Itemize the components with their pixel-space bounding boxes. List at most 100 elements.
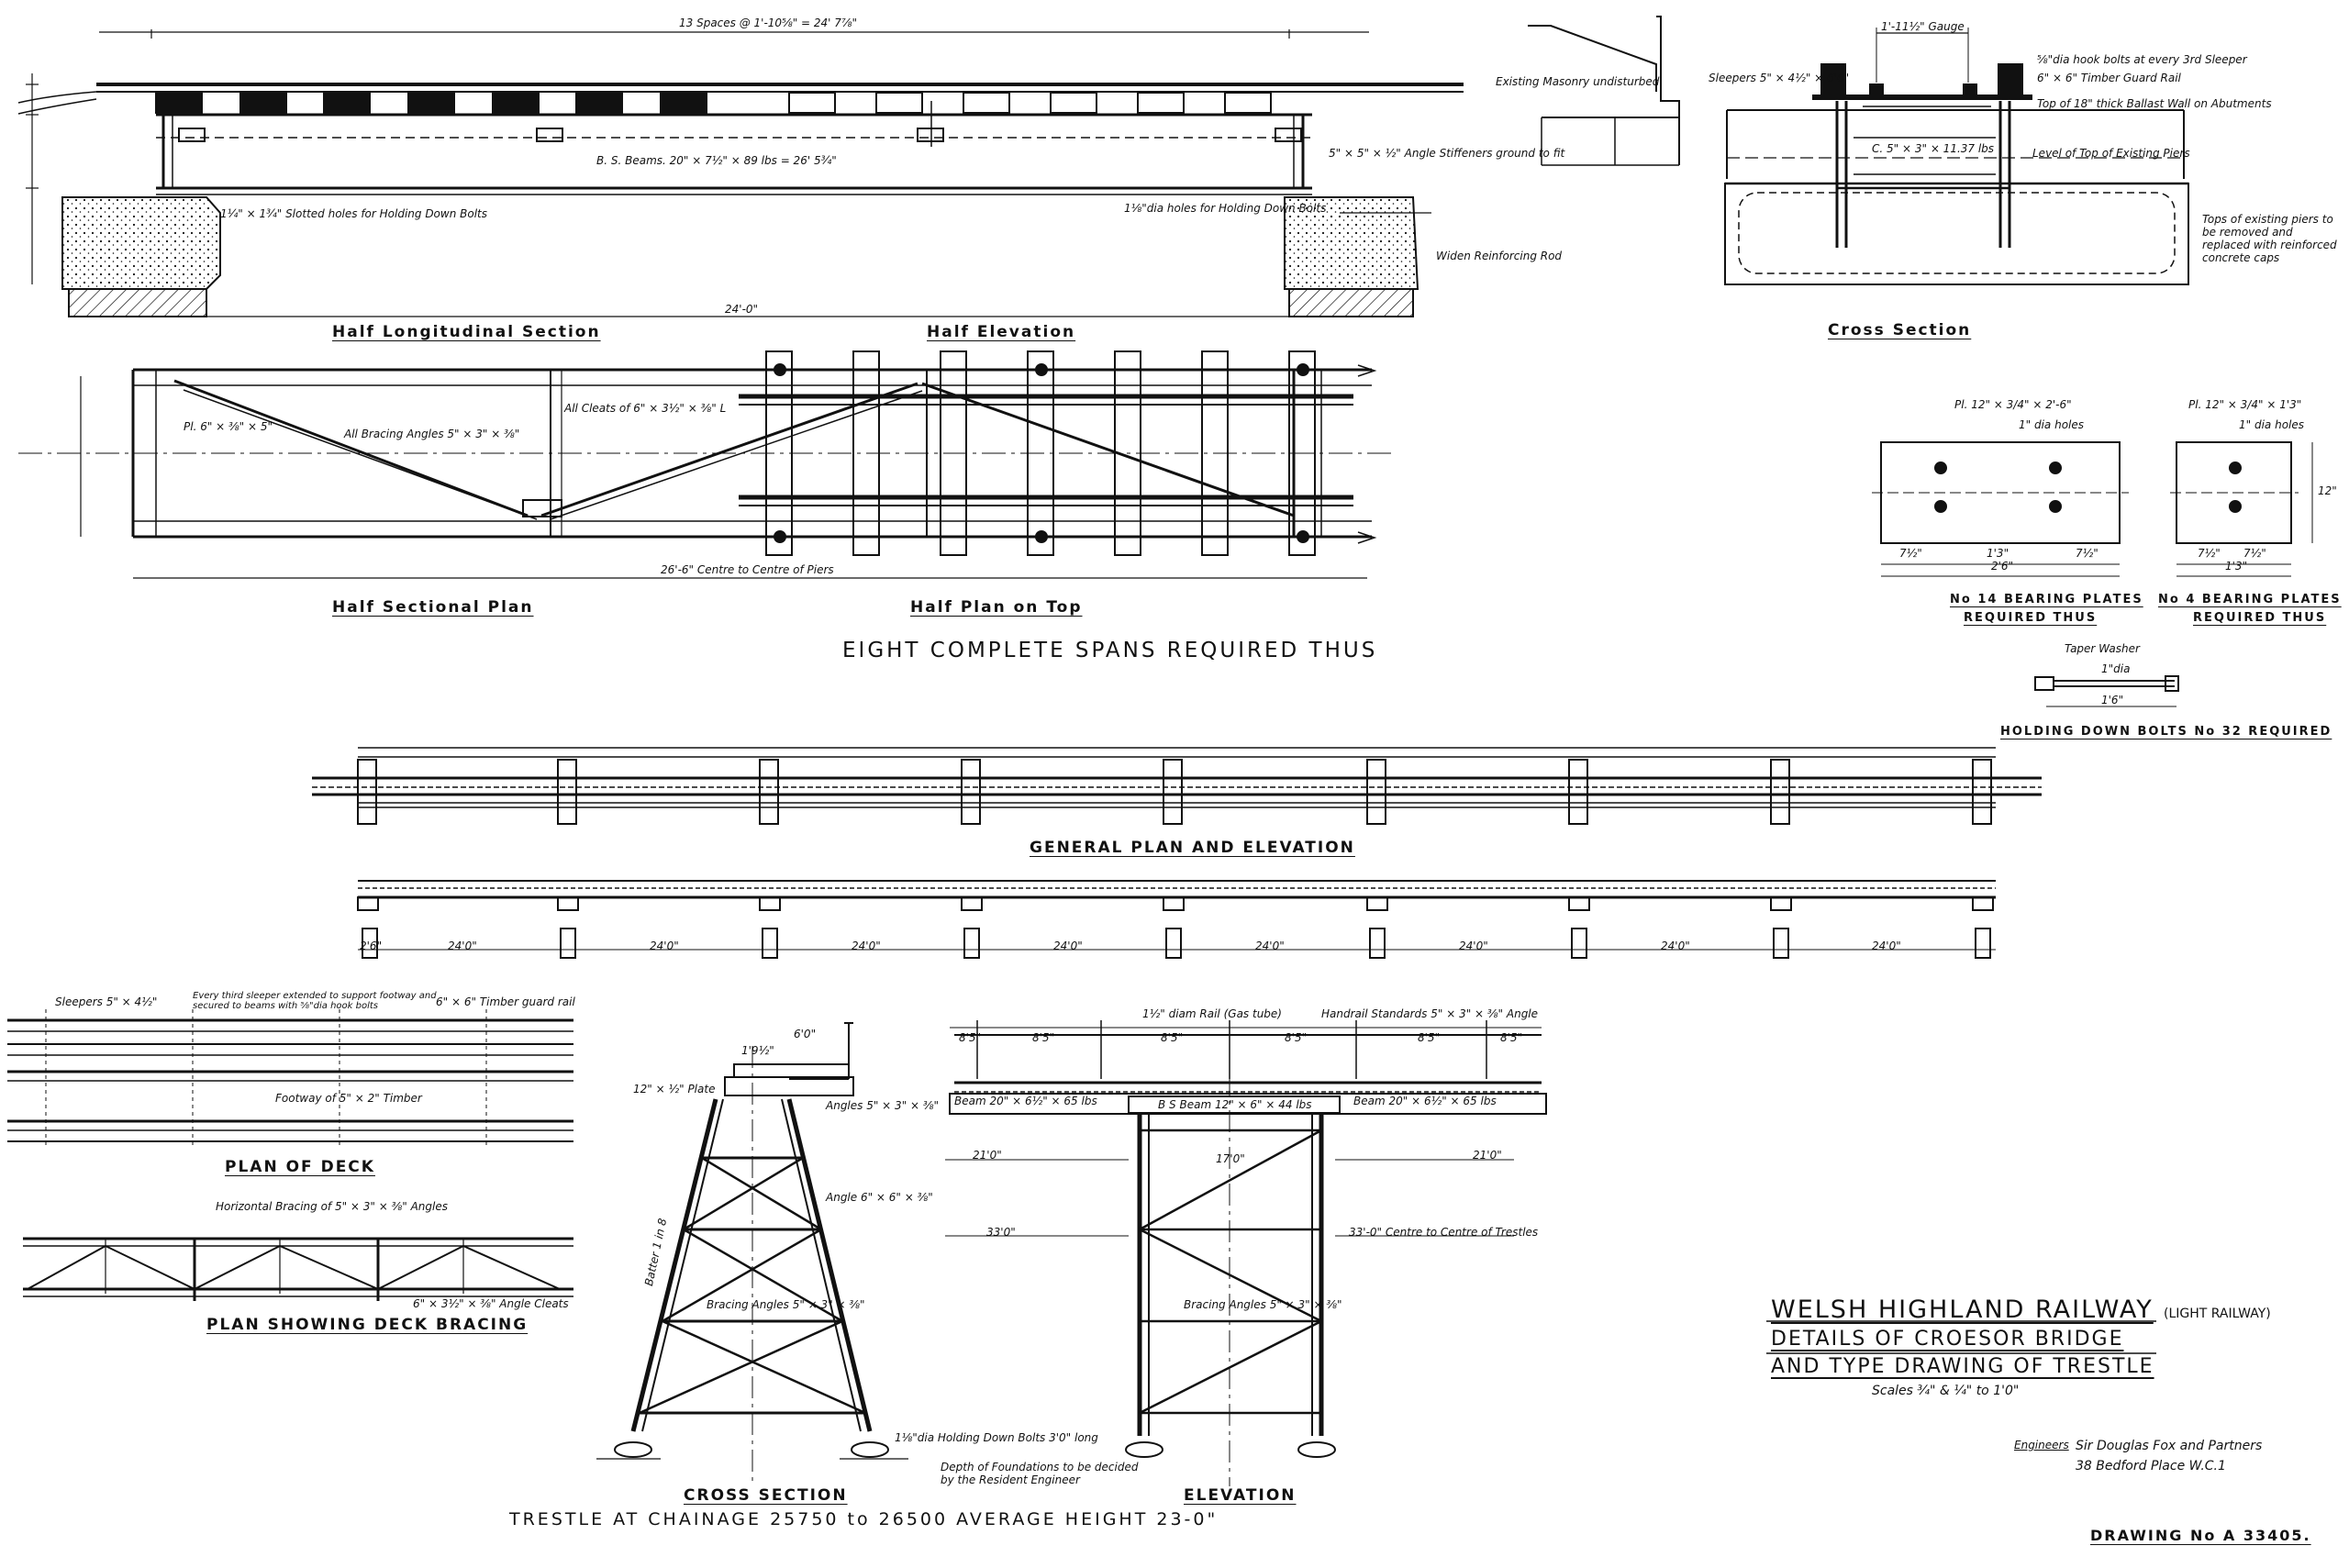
plate-large-note: Pl. 12" × 3/4" × 2'-6" (1954, 398, 2072, 411)
ann-beam-20: Beam 20" × 6½" × 65 lbs (954, 1095, 1097, 1107)
title-general-plan: GENERAL PLAN AND ELEVATION (1030, 839, 1355, 857)
ann-every-third: Every third sleeper extended to support … (193, 991, 437, 1011)
ann-angles-5-3: Angles 5" × 3" × ⅜" (826, 1099, 940, 1112)
ann-angle-6-6: Angle 6" × 6" × ⅜" (826, 1191, 933, 1204)
ann-ballast-wall: Top of 18" thick Ballast Wall on Abutmen… (2037, 97, 2272, 110)
span-dim-6: 24'0" (1459, 940, 1488, 952)
ann-angle-cleats: 6" × 3½" × ⅜" Angle Cleats (413, 1297, 569, 1310)
span-dim-3: 24'0" (852, 940, 881, 952)
title-half-longitudinal-section: Half Longitudinal Section (332, 323, 601, 341)
ann-bs-beams: B. S. Beams. 20" × 7½" × 89 lbs = 26' 5¾… (596, 154, 837, 167)
dim-8-5-b: 8'5" (1032, 1031, 1055, 1044)
ann-dia-holes: 1⅛"dia holes for Holding Down Bolts (1124, 202, 1327, 215)
plate-large-dim-left: 7½" (1899, 547, 1922, 560)
ann-holding-bolts: 1⅛"dia Holding Down Bolts 3'0" long (895, 1431, 1098, 1444)
ann-spaces: 13 Spaces @ 1'-10⅝" = 24' 7⅞" (679, 17, 858, 29)
title-half-plan-on-top: Half Plan on Top (910, 598, 1083, 617)
ann-widen-reinforcing: Widen Reinforcing Rod (1436, 250, 1563, 262)
title-scale: Scales ¾" & ¼" to 1'0" (1872, 1384, 2020, 1398)
ann-level-piers: Level of Top of Existing Piers (2032, 147, 2190, 160)
engineers-name: Sir Douglas Fox and Partners (2076, 1439, 2263, 1453)
plate-small-dim-right: 7½" (2243, 547, 2266, 560)
ann-handrail-standards: Handrail Standards 5" × 3" × ⅜" Angle (1321, 1007, 1539, 1020)
plate-large-dim-mid: 1'3" (1987, 547, 2009, 560)
plate-small-note: Pl. 12" × 3/4" × 1'3" (2188, 398, 2302, 411)
ann-tops-piers: Tops of existing piers to be removed and… (2202, 213, 2337, 264)
ann-slotted-holes: 1¼" × 1¾" Slotted holes for Holding Down… (220, 207, 487, 220)
title-line1: WELSH HIGHLAND RAILWAY (1771, 1296, 2154, 1324)
ann-timber-guard: 6" × 6" Timber guard rail (436, 995, 575, 1008)
half-sectional-plan-drawing (18, 350, 1395, 579)
trestle-elevation-drawing (945, 1020, 1547, 1486)
ann-cleats: All Cleats of 6" × 3½" × ⅜" L (564, 402, 727, 415)
bolt-length: 1'6" (2101, 694, 2124, 706)
plate-large-caption-1: No 14 BEARING PLATES (1950, 593, 2143, 606)
ann-centre-piers: 26'-6" Centre to Centre of Piers (661, 563, 834, 576)
bolt-dia: 1"dia (2101, 662, 2131, 675)
span-dim-8: 24'0" (1872, 940, 1901, 952)
title-half-sectional-plan: Half Sectional Plan (332, 598, 534, 617)
dim-8-5-c: 8'5" (1161, 1031, 1184, 1044)
ann-horizontal-bracing: Horizontal Bracing of 5" × 3" × ⅜" Angle… (216, 1200, 448, 1213)
plate-small-caption-2: REQUIRED THUS (2193, 611, 2327, 625)
plate-small-dim-left: 7½" (2198, 547, 2221, 560)
ann-sleepers-top: Sleepers 5" × 4½" × 6'6" (1709, 72, 1850, 84)
ann-pitch: 12" × ½" Plate (633, 1083, 716, 1095)
ann-guard-rail: 6" × 6" Timber Guard Rail (2037, 72, 2181, 84)
dim-8-5-e: 8'5" (1418, 1031, 1441, 1044)
dim-17-0: 17'0" (1216, 1152, 1245, 1165)
title-line2: DETAILS OF CROESOR BRIDGE (1771, 1328, 2124, 1351)
title-line3: AND TYPE DRAWING OF TRESTLE (1771, 1355, 2154, 1378)
ann-hook-bolts: ⅝"dia hook bolts at every 3rd Sleeper (2037, 53, 2247, 66)
plan-of-deck-drawing (7, 1009, 573, 1149)
title-plan-deck-bracing: PLAN SHOWING DECK BRACING (206, 1316, 529, 1334)
ann-trestle-bracing-elev: Bracing Angles 5" × 3" × ⅜" (1184, 1298, 1342, 1311)
trestle-caption: TRESTLE AT CHAINAGE 25750 to 26500 AVERA… (509, 1509, 1219, 1529)
ann-foundations: Depth of Foundations to be decided by th… (941, 1461, 1139, 1486)
bearing-plates-drawing (1872, 441, 2313, 707)
title-line1-suffix: (LIGHT RAILWAY) (2164, 1307, 2271, 1321)
ann-centre-trestles: 33'-0" Centre to Centre of Trestles (1349, 1226, 1539, 1239)
span-dim-7: 24'0" (1661, 940, 1690, 952)
ann-angle-stiffeners: 5" × 5" × ½" Angle Stiffeners ground to … (1329, 147, 1565, 160)
plate-large-dim-total: 2'6" (1991, 560, 2014, 573)
ann-bs-beam-12: B S Beam 12" × 6" × 44 lbs (1158, 1098, 1312, 1111)
engineers-address: 38 Bedford Place W.C.1 (2076, 1459, 2226, 1473)
ann-plate-6: Pl. 6" × ⅜" × 5" (184, 420, 273, 433)
dim-8-5-f: 8'5" (1500, 1031, 1523, 1044)
plate-small-dim-total: 1'3" (2225, 560, 2248, 573)
ann-beam-20-right: Beam 20" × 6½" × 65 lbs (1353, 1095, 1497, 1107)
plate-large-holes: 1" dia holes (2019, 418, 2085, 431)
general-plan-drawing (312, 747, 2042, 959)
half-longitudinal-section-drawing (17, 29, 1464, 317)
ann-trestle-bracing: Bracing Angles 5" × 3" × ⅜" (707, 1298, 865, 1311)
dim-33-0: 33'0" (986, 1226, 1016, 1239)
span-dim-2: 24'0" (650, 940, 679, 952)
title-cross-section-top: Cross Section (1828, 321, 1972, 339)
dim-1-9: 1'9½" (741, 1044, 774, 1057)
dim-24: 24'-0" (725, 303, 759, 316)
ann-channel: C. 5" × 3" × 11.37 lbs (1872, 142, 1995, 155)
ann-handrail: 1½" diam Rail (Gas tube) (1142, 1007, 1282, 1020)
ann-bracing-angles: All Bracing Angles 5" × 3" × ⅜" (344, 428, 520, 440)
plate-large-dim-right: 7½" (2076, 547, 2099, 560)
gap-dim-1: 2'6" (360, 940, 383, 952)
plate-small-holes: 1" dia holes (2239, 418, 2305, 431)
title-trestle-elevation: ELEVATION (1184, 1486, 1297, 1505)
title-half-elevation: Half Elevation (927, 323, 1076, 341)
ann-footway: Footway of 5" × 2" Timber (275, 1092, 422, 1105)
dim-8-5-a: 8'5" (959, 1031, 982, 1044)
drawing-number: DRAWING No A 33405. (2090, 1527, 2311, 1544)
title-eight-spans: EIGHT COMPLETE SPANS REQUIRED THUS (842, 639, 1378, 662)
title-trestle-cross-section: CROSS SECTION (684, 1486, 848, 1505)
trestle-cross-section-drawing (596, 1022, 908, 1486)
plate-small-caption-1: No 4 BEARING PLATES (2158, 593, 2342, 606)
plate-large-caption-2: REQUIRED THUS (1964, 611, 2098, 625)
bolt-caption: HOLDING DOWN BOLTS No 32 REQUIRED (2000, 725, 2332, 739)
span-dim-1: 24'0" (448, 940, 477, 952)
dim-21-0-right: 21'0" (1473, 1149, 1502, 1162)
ann-existing-masonry: Existing Masonry undisturbed (1496, 75, 1660, 88)
engineers-label: Engineers (2014, 1439, 2069, 1451)
cross-section-top-drawing (1528, 16, 2189, 285)
